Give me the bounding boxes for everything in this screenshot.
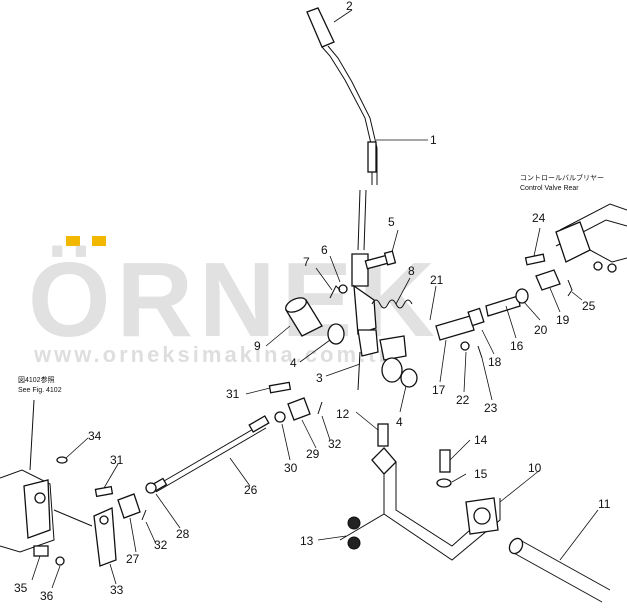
callout-10: 10: [528, 461, 542, 475]
leader-lines: [31, 9, 599, 589]
callout-32a: 32: [328, 437, 342, 451]
callout-13: 13: [300, 534, 314, 548]
collar-4a: [327, 323, 345, 345]
note-see-fig-jp: 図4102参照: [18, 375, 55, 384]
right-linkage: [435, 253, 573, 359]
callout-36: 36: [40, 589, 54, 603]
base-bracket-10: [339, 447, 501, 561]
callout-4a: 4: [290, 356, 297, 370]
nuts-13: [347, 516, 361, 550]
callout-2: 2: [346, 0, 353, 13]
callout-32b: 32: [154, 538, 168, 552]
callout-18: 18: [488, 355, 502, 369]
callout-7: 7: [303, 255, 310, 269]
callout-31a: 31: [226, 387, 240, 401]
callout-16: 16: [510, 339, 524, 353]
control-lever: [306, 7, 378, 335]
lever-bracket-3: [357, 329, 407, 391]
bolt-5: [364, 250, 397, 270]
bolt-14: [439, 449, 451, 473]
callout-11: 11: [598, 497, 611, 511]
washer-15: [436, 478, 452, 488]
collar-4b: [400, 368, 418, 388]
callout-19: 19: [556, 313, 570, 327]
shaft-11: [508, 537, 611, 603]
callout-30: 30: [284, 461, 298, 475]
watermark-umlaut-right: [92, 236, 106, 246]
callout-6: 6: [321, 243, 328, 257]
callout-14: 14: [474, 433, 488, 447]
pin-32-upper: [317, 401, 323, 415]
callout-17: 17: [432, 383, 446, 397]
nut-30: [274, 411, 286, 423]
callout-3: 3: [316, 371, 323, 385]
watermark-umlaut-left: [66, 236, 80, 246]
callout-28: 28: [176, 527, 190, 541]
pin-32-lower: [141, 509, 147, 521]
callout-9: 9: [254, 339, 261, 353]
callout-26: 26: [244, 483, 258, 497]
callout-22: 22: [456, 393, 470, 407]
washer-6: [338, 284, 348, 294]
watermark-url: www.orneksimakina.com.tr: [33, 342, 390, 367]
callout-33: 33: [110, 583, 124, 597]
nut-28: [145, 482, 157, 494]
callout-31b: 31: [110, 453, 124, 467]
bolt-31-upper: [268, 381, 292, 394]
callout-34: 34: [88, 429, 102, 443]
callout-27: 27: [126, 552, 140, 566]
callout-1: 1: [430, 133, 437, 147]
bolt-31-lower: [94, 485, 114, 498]
callout-35: 35: [14, 581, 28, 595]
callout-8: 8: [408, 264, 415, 278]
control-valve-rear: [555, 203, 627, 273]
rod-26: [148, 415, 270, 494]
left-assembly: [0, 399, 117, 567]
yoke-27: [117, 493, 141, 519]
note-control-valve-jp: コントロールバルブリヤー: [520, 173, 604, 182]
pin-7: [329, 285, 341, 299]
callout-21: 21: [430, 273, 444, 287]
bushing-9: [285, 297, 323, 337]
callout-24: 24: [532, 211, 546, 225]
callout-numbers: 1 2 3 4 4 5 6 7 8 9 10 11 12 13 14 15 16…: [14, 0, 611, 603]
callout-20: 20: [534, 323, 548, 337]
bolt-12: [377, 423, 389, 447]
callout-4b: 4: [396, 415, 403, 429]
note-see-fig-en: See Fig. 4102: [18, 387, 62, 394]
callout-12: 12: [336, 407, 350, 421]
yoke-29: [287, 397, 311, 421]
spring: [371, 299, 413, 309]
callout-5: 5: [388, 215, 395, 229]
note-control-valve-en: Control Valve Rear: [520, 185, 579, 192]
callout-25: 25: [582, 299, 596, 313]
callout-15: 15: [474, 467, 488, 481]
callout-23: 23: [484, 401, 498, 415]
callout-29: 29: [306, 447, 320, 461]
